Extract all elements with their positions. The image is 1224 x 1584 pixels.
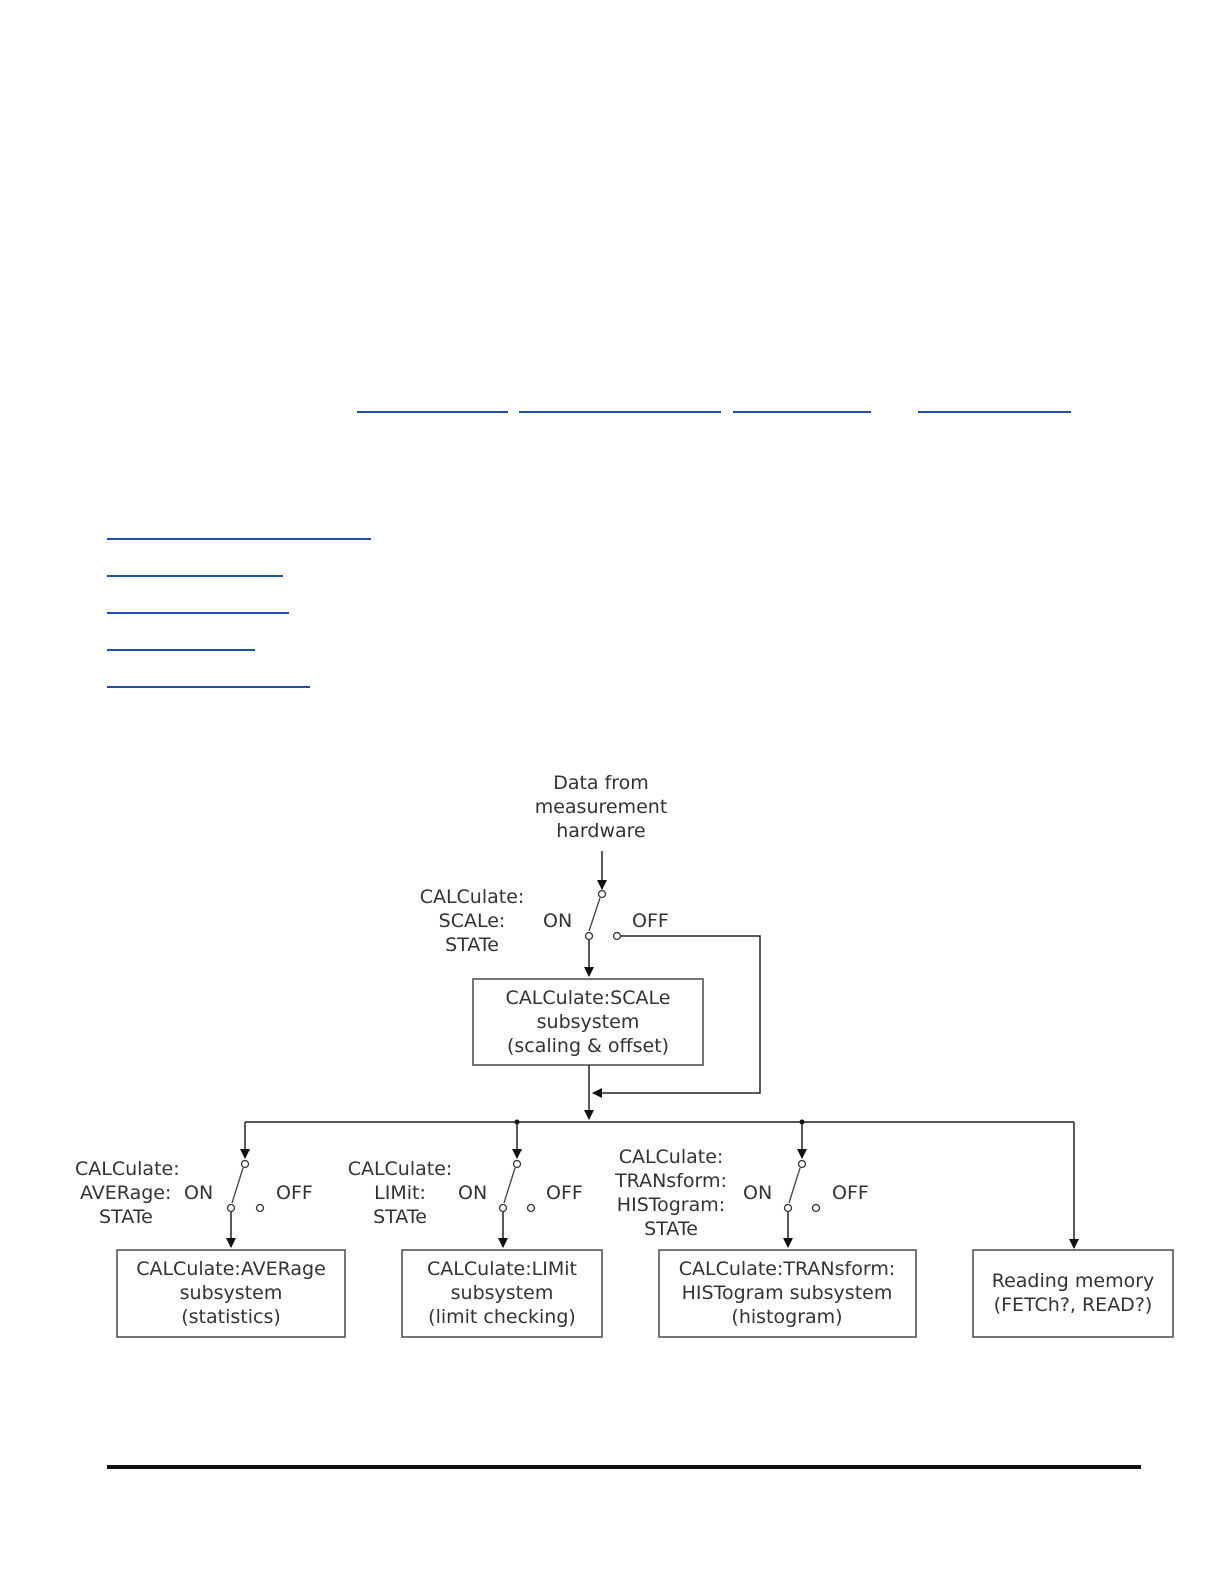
svg-text:LIMit:: LIMit: — [374, 1182, 426, 1204]
svg-text:TRANsform:: TRANsform: — [614, 1170, 727, 1192]
svg-text:STATe: STATe — [445, 934, 499, 956]
svg-text:subsystem: subsystem — [180, 1282, 283, 1304]
svg-text:CALCulate:SCALe: CALCulate:SCALe — [506, 987, 671, 1009]
scale-state-switch — [584, 889, 622, 941]
svg-text:(limit checking): (limit checking) — [428, 1306, 576, 1328]
footer-rule — [107, 1465, 1141, 1469]
svg-text:SCALe:: SCALe: — [439, 910, 506, 932]
svg-text:HISTogram:: HISTogram: — [617, 1194, 725, 1216]
svg-text:CALCulate:LIMit: CALCulate:LIMit — [427, 1258, 577, 1280]
svg-text:Reading memory: Reading memory — [992, 1270, 1155, 1292]
svg-text:CALCulate:: CALCulate: — [619, 1146, 724, 1168]
limit-state-label: CALCulate: LIMit: STATe — [348, 1158, 453, 1228]
limit-state-switch — [498, 1159, 536, 1213]
svg-text:CALCulate:: CALCulate: — [75, 1158, 180, 1180]
limit-off-label: OFF — [546, 1182, 583, 1204]
histogram-on-label: ON — [743, 1182, 772, 1204]
svg-text:STATe: STATe — [99, 1206, 153, 1228]
svg-text:(statistics): (statistics) — [181, 1306, 281, 1328]
list-link-1[interactable] — [107, 538, 371, 540]
svg-text:subsystem: subsystem — [537, 1011, 640, 1033]
histogram-off-label: OFF — [832, 1182, 869, 1204]
histogram-subsystem-box: CALCulate:TRANsform: HISTogram subsystem… — [658, 1249, 917, 1338]
svg-text:HISTogram subsystem: HISTogram subsystem — [682, 1282, 893, 1304]
average-state-switch — [226, 1159, 265, 1213]
svg-text:Data from: Data from — [553, 772, 649, 794]
reading-memory-box: Reading memory (FETCh?, READ?) — [972, 1249, 1174, 1338]
inline-link-4[interactable] — [918, 411, 1071, 413]
source-label: Data from measurement hardware — [535, 772, 668, 842]
average-subsystem-box: CALCulate:AVERage subsystem (statistics) — [116, 1249, 346, 1338]
svg-text:hardware: hardware — [556, 820, 646, 842]
svg-text:STATe: STATe — [373, 1206, 427, 1228]
histogram-state-label: CALCulate: TRANsform: HISTogram: STATe — [614, 1146, 727, 1240]
svg-text:(histogram): (histogram) — [731, 1306, 842, 1328]
inline-link-3[interactable] — [733, 411, 871, 413]
svg-text:(scaling & offset): (scaling & offset) — [507, 1035, 669, 1057]
list-link-3[interactable] — [107, 612, 289, 614]
svg-text:subsystem: subsystem — [451, 1282, 554, 1304]
scale-on-label: ON — [543, 910, 572, 932]
list-link-4[interactable] — [107, 649, 255, 651]
svg-text:CALCulate:TRANsform:: CALCulate:TRANsform: — [679, 1258, 895, 1280]
list-link-5[interactable] — [107, 686, 310, 688]
svg-text:(FETCh?, READ?): (FETCh?, READ?) — [994, 1294, 1153, 1316]
average-on-label: ON — [184, 1182, 213, 1204]
scale-off-label: OFF — [632, 910, 669, 932]
list-link-2[interactable] — [107, 575, 283, 577]
svg-text:measurement: measurement — [535, 796, 668, 818]
svg-text:CALCulate:: CALCulate: — [420, 886, 525, 908]
histogram-state-switch — [783, 1159, 821, 1213]
svg-text:STATe: STATe — [644, 1218, 698, 1240]
svg-text:AVERage:: AVERage: — [80, 1182, 171, 1204]
scale-subsystem-box: CALCulate:SCALe subsystem (scaling & off… — [472, 978, 704, 1066]
inline-link-1[interactable] — [357, 411, 508, 413]
svg-text:CALCulate:AVERage: CALCulate:AVERage — [136, 1258, 326, 1280]
limit-subsystem-box: CALCulate:LIMit subsystem (limit checkin… — [401, 1249, 603, 1338]
svg-text:CALCulate:: CALCulate: — [348, 1158, 453, 1180]
scale-state-label: CALCulate: SCALe: STATe — [420, 886, 525, 956]
limit-on-label: ON — [458, 1182, 487, 1204]
inline-link-2[interactable] — [519, 411, 721, 413]
average-state-label: CALCulate: AVERage: STATe — [75, 1158, 180, 1228]
average-off-label: OFF — [276, 1182, 313, 1204]
